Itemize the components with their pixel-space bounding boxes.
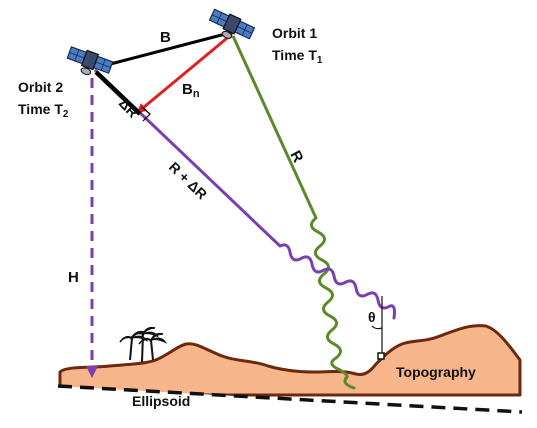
topography-surface <box>58 324 522 397</box>
palm-trees-icon <box>119 326 168 363</box>
normal-baseline-arrow <box>136 32 233 114</box>
orbit1-label: Orbit 1 <box>272 25 317 41</box>
theta-label: θ <box>368 309 376 325</box>
height-label: H <box>68 269 79 286</box>
baseline-label: B <box>160 29 171 46</box>
time1-label: Time T1 <box>272 47 323 66</box>
topography-label: Topography <box>396 364 476 380</box>
time2-label: Time T2 <box>18 101 69 120</box>
target-point <box>377 352 385 360</box>
satellite-orbit2-icon <box>66 46 114 76</box>
range-plus-label: R + ΔR <box>166 159 210 203</box>
range-wave-orbit1 <box>310 216 356 390</box>
satellite-orbit1-icon <box>208 8 256 40</box>
right-angle-marker <box>141 106 151 122</box>
delta-r-segment <box>94 70 142 116</box>
ellipsoid-line <box>57 384 523 414</box>
baseline-line <box>94 30 234 70</box>
ellipsoid-label: Ellipsoid <box>132 393 190 409</box>
orbit2-label: Orbit 2 <box>18 79 63 95</box>
theta-arc <box>371 325 383 330</box>
range-wave-orbit2 <box>278 243 396 320</box>
delta-r-label: ΔR <box>116 95 142 121</box>
normal-baseline-label: Bn <box>182 81 200 100</box>
range-line-orbit1 <box>231 35 318 219</box>
